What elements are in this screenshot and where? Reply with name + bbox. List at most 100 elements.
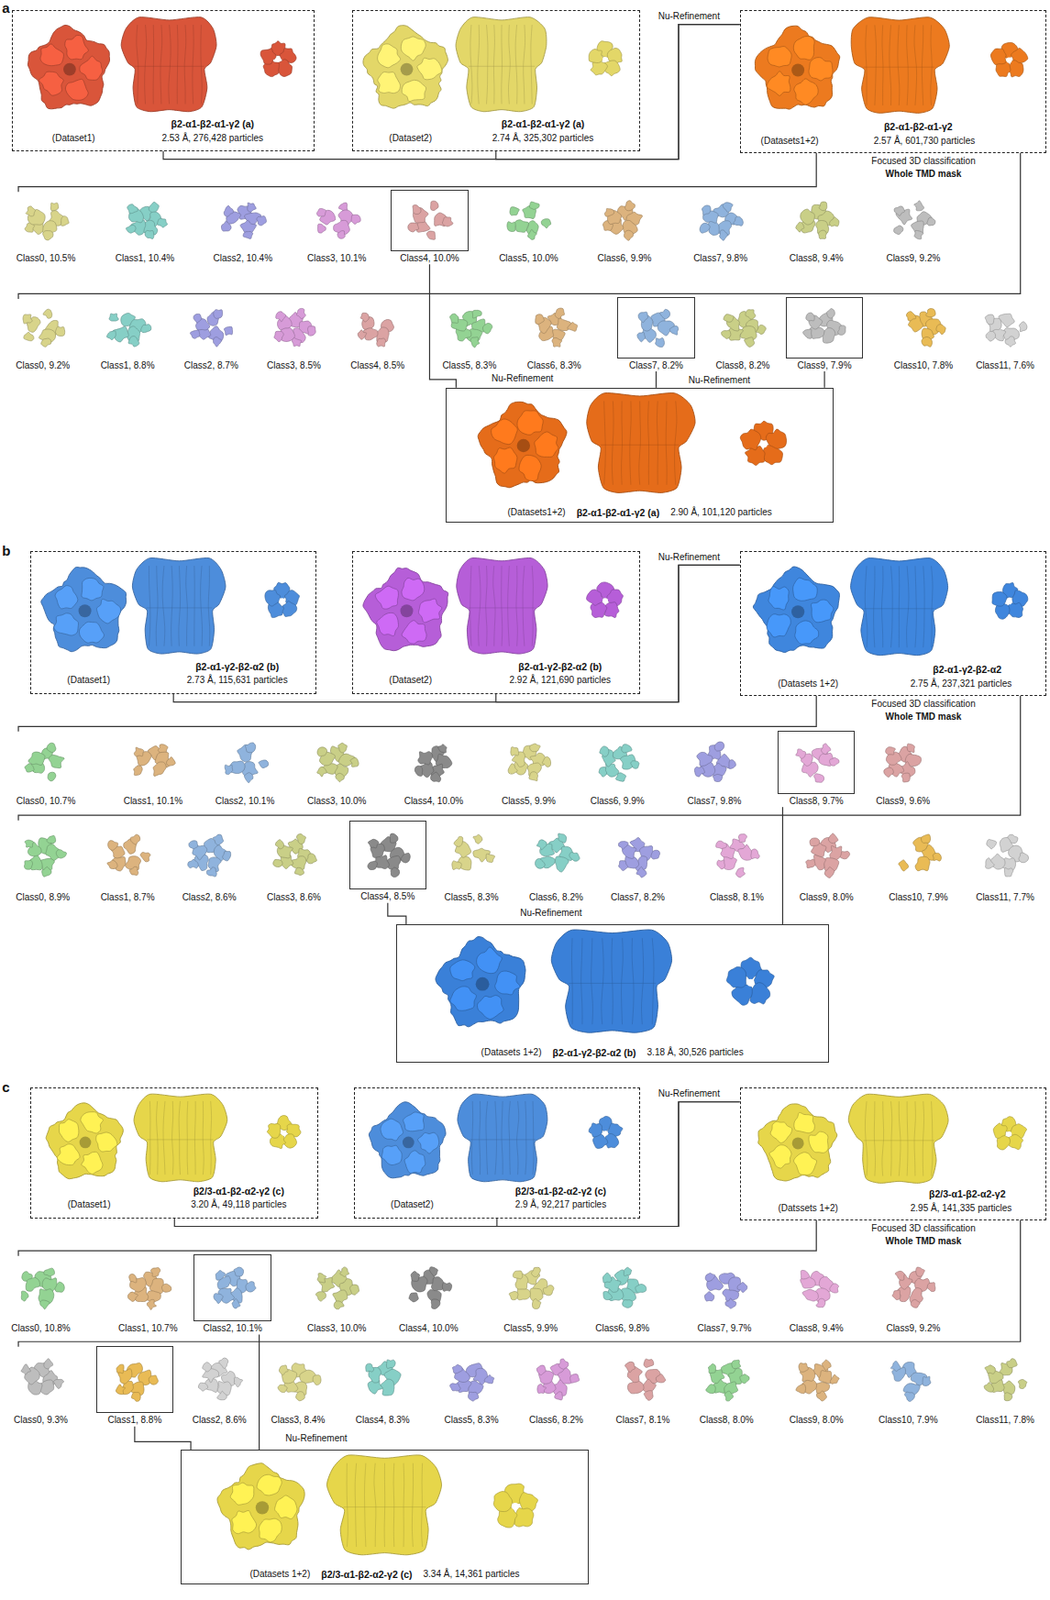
dataset-note: 3.34 Å, 14,361 particles bbox=[423, 1569, 520, 1581]
map-fragment bbox=[55, 1282, 65, 1293]
map-fragment bbox=[598, 767, 608, 778]
map-fragment bbox=[625, 200, 636, 211]
map-fragment bbox=[915, 856, 930, 872]
top-view-map bbox=[435, 937, 526, 1028]
map-helix bbox=[922, 1101, 924, 1176]
map-subunit bbox=[377, 44, 401, 68]
map-fragment bbox=[312, 1375, 321, 1386]
map-helix bbox=[508, 24, 510, 104]
map-pore bbox=[602, 597, 608, 604]
map-fragment bbox=[927, 1282, 936, 1293]
class-label: Class8, 9.4% bbox=[789, 1323, 844, 1335]
map-fragment bbox=[985, 858, 995, 870]
map-helix bbox=[898, 1101, 901, 1176]
map-subunit bbox=[793, 35, 815, 60]
map-subunit bbox=[260, 48, 277, 65]
map-fragment bbox=[905, 1392, 916, 1402]
map-helix bbox=[641, 938, 644, 1025]
map-fragment bbox=[47, 772, 56, 782]
class-map bbox=[452, 834, 496, 871]
map-fragment bbox=[659, 309, 670, 320]
map-fragment bbox=[337, 231, 345, 240]
map-helix bbox=[136, 24, 139, 104]
map-fragment bbox=[744, 337, 755, 348]
class-map bbox=[704, 1272, 747, 1309]
refinement-connector bbox=[782, 806, 784, 925]
map-pore bbox=[517, 439, 531, 453]
map-fragment bbox=[827, 309, 836, 320]
map-fragment bbox=[554, 1392, 564, 1401]
map-fragment bbox=[256, 216, 267, 226]
map-helix bbox=[493, 565, 496, 647]
map-subunit bbox=[993, 1123, 1007, 1139]
map-pore bbox=[1005, 57, 1012, 64]
map-subunit bbox=[376, 612, 399, 636]
map-subunit bbox=[80, 1112, 104, 1134]
panel-letter: c bbox=[1, 1079, 10, 1095]
map-helix bbox=[501, 565, 503, 647]
map-fragment bbox=[414, 765, 423, 776]
dataset-note: 2.9 Å, 92,217 particles bbox=[515, 1199, 608, 1211]
map-subunit bbox=[96, 1132, 118, 1152]
map-subunit bbox=[769, 1145, 792, 1169]
map-outline bbox=[363, 25, 448, 109]
map-fragment bbox=[936, 324, 946, 335]
map-fragment bbox=[898, 860, 909, 872]
map-fragment bbox=[107, 860, 118, 869]
class-map bbox=[21, 1359, 64, 1395]
caption-row: (Datasets1+2)β2-α1-β2-α1-γ2 (a)2.90 Å, 1… bbox=[446, 507, 833, 519]
map-fragment bbox=[630, 761, 640, 770]
map-fragment bbox=[895, 1271, 905, 1281]
map-fragment bbox=[529, 201, 540, 210]
dataset-note: (Dataset1) bbox=[67, 1199, 111, 1211]
class-map bbox=[894, 200, 936, 240]
class-label: Class0, 8.9% bbox=[15, 892, 70, 904]
map-fragment bbox=[482, 323, 492, 334]
map-fragment bbox=[232, 1298, 241, 1309]
map-fragment bbox=[243, 231, 254, 239]
step-note: Nu-Refinement bbox=[688, 375, 751, 387]
map-fragment bbox=[655, 1374, 665, 1383]
map-subunit bbox=[588, 48, 604, 63]
class-map bbox=[107, 834, 151, 875]
side-view-map bbox=[586, 393, 696, 494]
map-fragment bbox=[410, 1271, 420, 1283]
class-label: Class5, 10.0% bbox=[498, 253, 558, 265]
map-helix bbox=[470, 565, 472, 647]
map-fragment bbox=[986, 839, 997, 849]
class-label: Class9, 7.9% bbox=[797, 360, 852, 372]
map-fragment bbox=[636, 866, 647, 878]
bottom-view-map bbox=[266, 1116, 301, 1150]
dataset-note: 2.73 Å, 115,631 particles bbox=[187, 674, 288, 686]
map-fragment bbox=[510, 747, 520, 757]
map-subunit bbox=[495, 971, 520, 995]
map-fragment bbox=[840, 851, 850, 859]
map-fragment bbox=[317, 766, 328, 777]
map-helix bbox=[493, 24, 495, 104]
dataset-note: (Dataset1) bbox=[52, 132, 96, 144]
map-helix bbox=[515, 24, 518, 104]
top-view-map bbox=[45, 1103, 123, 1180]
map-helix bbox=[864, 565, 868, 648]
map-subunit bbox=[794, 78, 818, 105]
map-subunit bbox=[793, 577, 818, 601]
map-fragment bbox=[187, 859, 199, 869]
map-fragment bbox=[296, 308, 306, 319]
map-fragment bbox=[829, 1374, 840, 1384]
class-label: Class5, 8.3% bbox=[444, 892, 499, 904]
bottom-view-map bbox=[588, 41, 622, 77]
map-fragment bbox=[824, 867, 835, 879]
map-pore bbox=[79, 1137, 92, 1150]
map-pore bbox=[792, 1137, 805, 1150]
map-subunit bbox=[740, 429, 761, 451]
map-fragment bbox=[213, 337, 222, 348]
map-fragment bbox=[390, 867, 400, 878]
class-label: Class5, 9.9% bbox=[503, 1323, 558, 1335]
map-subunit bbox=[401, 79, 426, 101]
class-label: Class3, 10.0% bbox=[307, 795, 366, 807]
map-helix bbox=[471, 1101, 473, 1175]
map-fragment bbox=[340, 1267, 350, 1278]
class-label: Class11, 7.7% bbox=[975, 892, 1035, 904]
selected-class: Class9, 7.9% bbox=[785, 297, 864, 372]
map-fragment bbox=[531, 1299, 541, 1310]
